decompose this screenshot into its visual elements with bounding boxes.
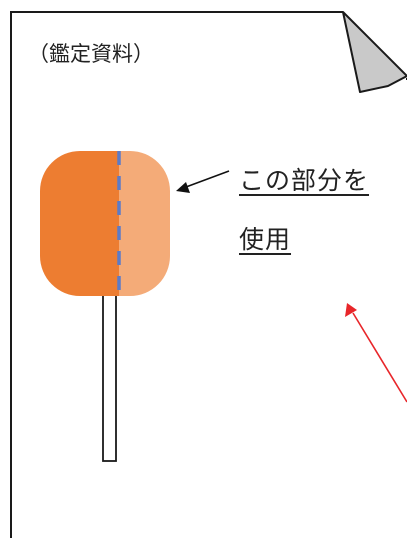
- lollipop-stick: [102, 293, 117, 462]
- page-fold-corner: [342, 11, 407, 93]
- candy-right-half: [119, 151, 170, 296]
- callout-arrow-head: [176, 182, 190, 193]
- callout-text-line2: 使用: [239, 225, 292, 254]
- lollipop-candy: [40, 151, 170, 296]
- red-arrow-head: [345, 303, 357, 317]
- document-label: （鑑定資料）: [28, 42, 154, 66]
- red-arrow-shaft: [352, 312, 407, 403]
- callout-arrow-shaft: [185, 170, 230, 188]
- callout-text-line1: この部分を: [239, 166, 370, 195]
- page-outline: [10, 11, 407, 538]
- candy-left-half: [40, 151, 119, 296]
